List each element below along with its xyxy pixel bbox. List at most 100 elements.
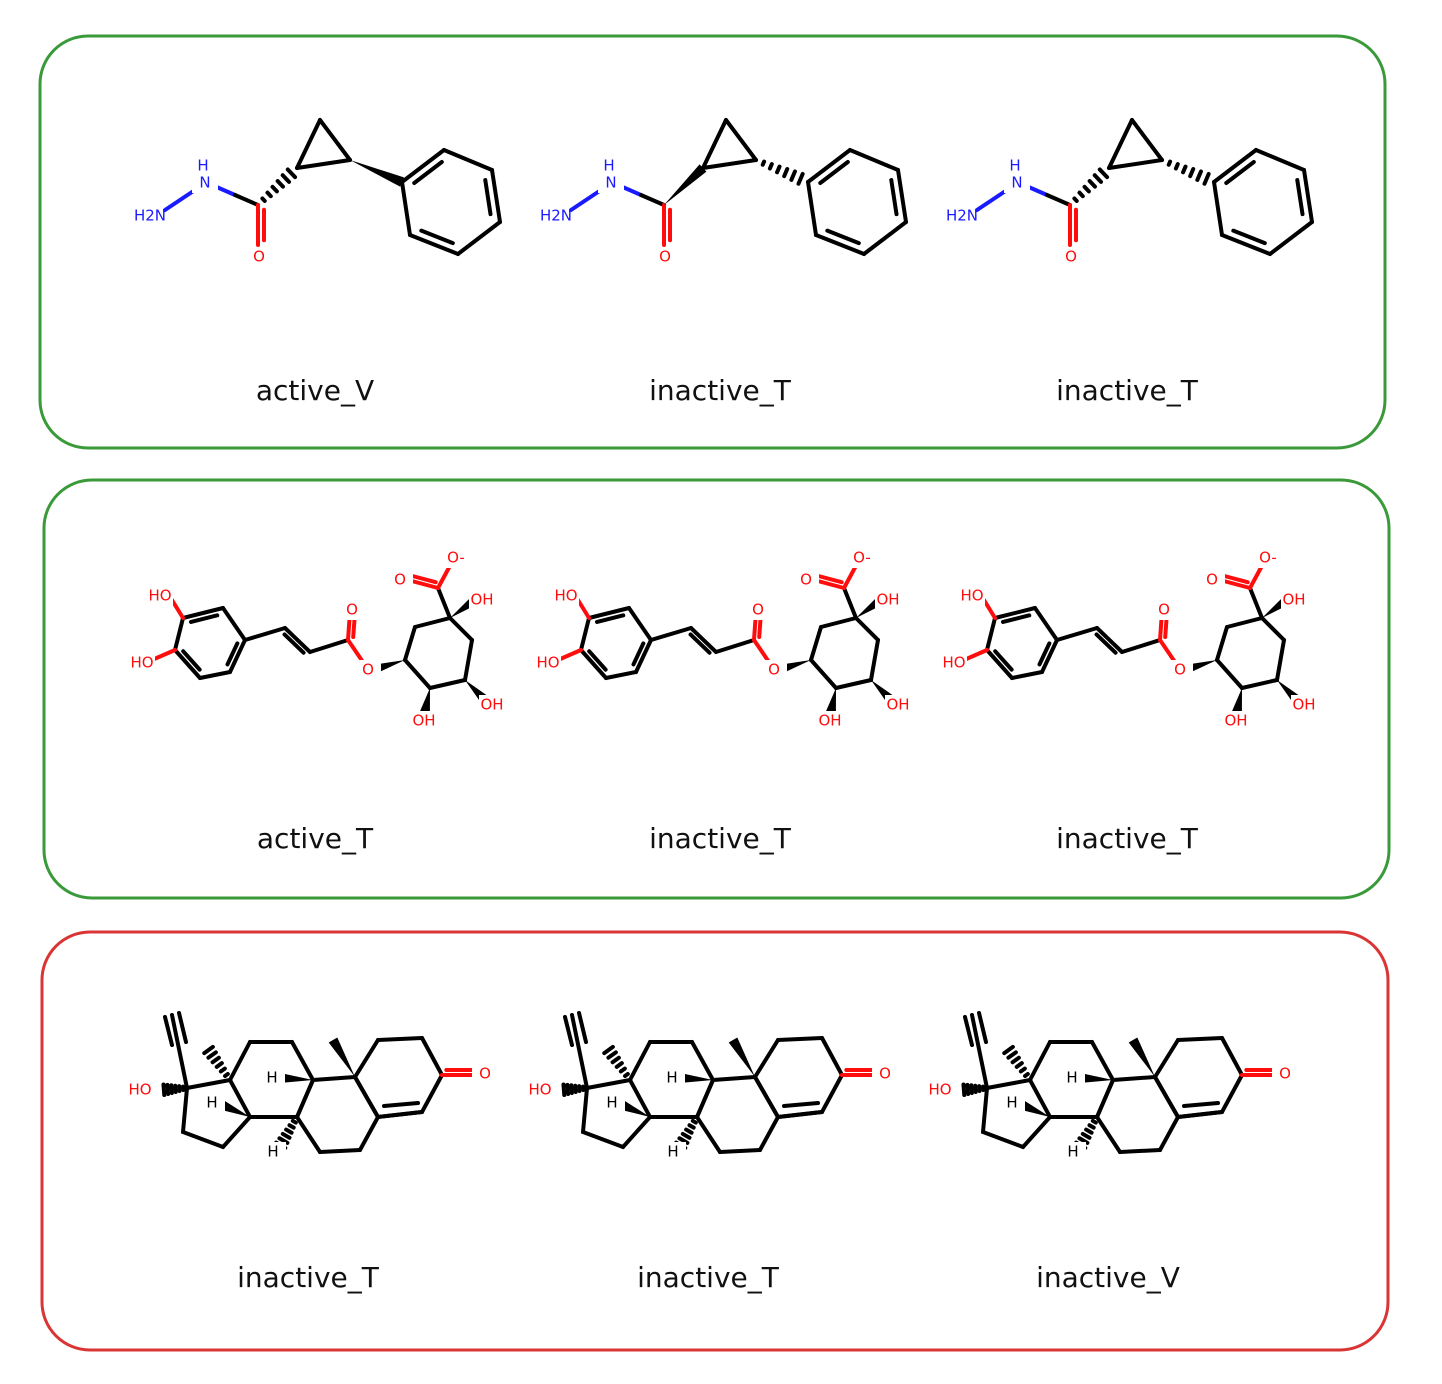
- bond: [1254, 148, 1306, 172]
- bond: [1087, 1123, 1096, 1130]
- bond: [420, 1036, 444, 1077]
- bond: [753, 1075, 780, 1119]
- bond: [221, 1115, 252, 1149]
- bond: [1001, 613, 1032, 624]
- bond: [621, 1115, 652, 1149]
- atom-label: HO: [130, 654, 153, 672]
- bond: [1224, 160, 1256, 186]
- atom-label: O: [752, 601, 764, 619]
- bond: [228, 1078, 252, 1119]
- wedge-bond: [826, 688, 836, 714]
- bond: [463, 638, 474, 682]
- wedge-bond: [1079, 1073, 1113, 1083]
- atom-label: O-: [853, 549, 871, 567]
- bond: [819, 616, 858, 629]
- bond: [776, 1036, 824, 1042]
- bond: [295, 118, 322, 170]
- bond: [1118, 1148, 1162, 1154]
- atom-label: H: [606, 1094, 617, 1112]
- atom-label: HO: [148, 587, 171, 605]
- bond: [970, 1013, 989, 1090]
- bond: [767, 162, 774, 171]
- bond: [684, 1127, 694, 1135]
- bond: [758, 1115, 780, 1152]
- bond: [1002, 1044, 1015, 1056]
- bond: [173, 616, 185, 652]
- bond: [806, 148, 852, 184]
- bond: [275, 179, 285, 189]
- atom-label: O: [1206, 571, 1218, 589]
- bond: [576, 598, 591, 620]
- bond: [760, 159, 767, 167]
- bond: [1295, 178, 1305, 217]
- atom-label: O-: [447, 549, 465, 567]
- bond: [1302, 168, 1314, 224]
- bond: [782, 167, 790, 179]
- bond: [1107, 118, 1134, 170]
- bond: [985, 616, 997, 652]
- bond: [1240, 678, 1279, 690]
- bond: [1222, 574, 1250, 585]
- atom-label: H2N: [540, 207, 572, 225]
- bond: [284, 1127, 294, 1135]
- bond: [265, 190, 273, 199]
- bond: [1182, 1101, 1220, 1108]
- bond: [820, 1073, 844, 1114]
- bond: [701, 158, 758, 170]
- bond: [400, 180, 412, 237]
- bond: [610, 1055, 621, 1065]
- bond: [993, 606, 1037, 620]
- atom-label: O-: [1259, 549, 1277, 567]
- atom-label: O: [659, 248, 671, 266]
- atom-label: H: [1067, 1143, 1078, 1161]
- bond: [277, 1136, 290, 1145]
- bond: [1095, 1078, 1115, 1119]
- bond: [1220, 233, 1272, 256]
- atom-label: O: [362, 661, 374, 679]
- bond: [585, 1078, 632, 1090]
- bond: [1260, 616, 1286, 642]
- bond: [490, 168, 502, 224]
- bond: [483, 178, 493, 217]
- atom-label: O: [768, 661, 780, 679]
- bond: [687, 1123, 696, 1130]
- bond: [962, 648, 989, 662]
- bond: [189, 613, 220, 624]
- bond: [862, 220, 908, 256]
- atom-label: H2N: [946, 207, 978, 225]
- bond: [776, 1110, 824, 1119]
- wedge-bond: [350, 160, 404, 187]
- molecule-label: inactive_T: [649, 822, 792, 855]
- wedge-bond: [679, 1073, 713, 1083]
- bond: [308, 638, 350, 654]
- bond: [287, 1123, 296, 1130]
- bond: [353, 1075, 380, 1119]
- atom-label: OH: [412, 712, 435, 730]
- bond: [161, 1082, 167, 1097]
- bond: [1014, 1061, 1024, 1069]
- bond: [579, 648, 608, 680]
- atom-label: HO: [128, 1081, 151, 1099]
- wedge-bond: [664, 164, 707, 205]
- bond: [587, 649, 608, 672]
- molecule-label: inactive_T: [237, 1261, 380, 1294]
- bond: [969, 1083, 974, 1095]
- wedge-bond: [1128, 1037, 1155, 1077]
- bond: [577, 1011, 588, 1044]
- bond: [570, 1013, 589, 1090]
- bond: [260, 196, 267, 203]
- atom-label: N: [199, 174, 210, 192]
- bond: [1231, 228, 1267, 246]
- bond: [1158, 1115, 1180, 1152]
- bond: [1084, 1127, 1094, 1135]
- atom-label: OH: [876, 591, 899, 609]
- bond: [436, 586, 452, 620]
- wedge-bond: [279, 1073, 313, 1083]
- wedge-bond: [620, 1100, 650, 1117]
- atom-label: O: [1065, 248, 1077, 266]
- bond: [1130, 118, 1164, 162]
- bond: [561, 1082, 567, 1097]
- bond: [1248, 586, 1264, 620]
